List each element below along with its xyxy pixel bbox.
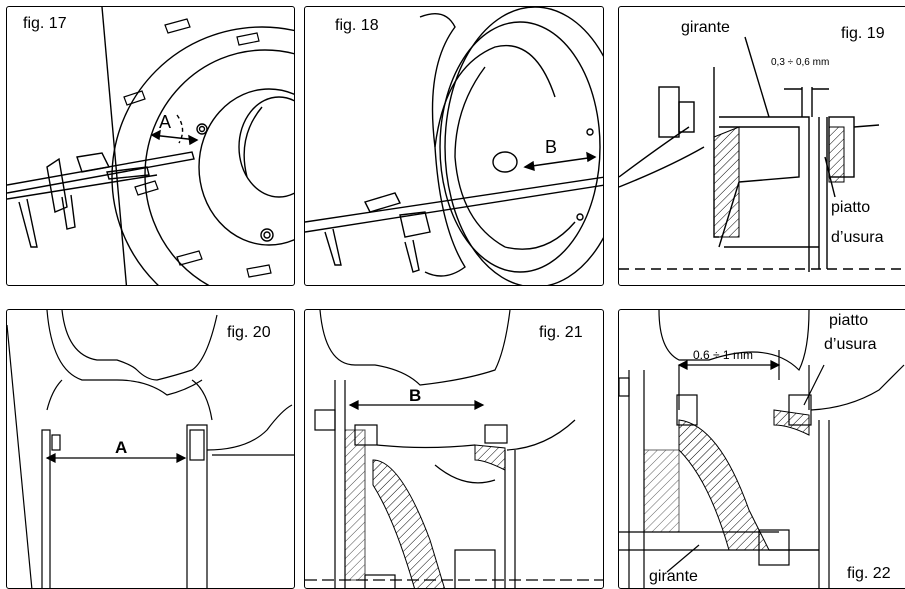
pump-casing-section-b [305, 310, 603, 588]
figure-label: fig. 17 [23, 15, 67, 32]
piatto-label: piatto [831, 199, 871, 216]
dimension-label-b: B [409, 386, 422, 405]
figure-label: fig. 22 [847, 565, 891, 582]
figure-17-panel: fig. 17 A [6, 6, 295, 286]
figure-label: fig. 20 [227, 324, 271, 341]
figure-label: fig. 21 [539, 324, 583, 341]
usura-label: d’usura [831, 229, 884, 246]
girante-label: girante [649, 568, 698, 585]
usura-label: d’usura [824, 336, 877, 353]
figure-label: fig. 19 [841, 25, 885, 42]
pump-casing-section-a [7, 310, 294, 588]
figure-label: fig. 18 [335, 17, 379, 34]
gap-dimension-label: 0.6 ÷ 1 mm [693, 348, 753, 362]
gap-dimension-label: 0,3 ÷ 0,6 mm [771, 57, 830, 68]
figure-21-panel: fig. 21 B [304, 309, 604, 589]
figure-19-panel: girante fig. 19 0,3 ÷ 0,6 mm piatto d’us… [618, 6, 905, 286]
dimension-label-a: A [159, 112, 172, 132]
girante-label: girante [681, 19, 730, 36]
dimension-label-b: B [545, 137, 558, 157]
dimension-label-a: A [115, 438, 128, 457]
figure-20-panel: fig. 20 A [6, 309, 295, 589]
impeller-wear-plate-gap-section [619, 36, 905, 272]
caliper-measuring-flange-drawing [7, 7, 294, 285]
caliper-measuring-wear-ring-drawing [305, 7, 603, 285]
figure-22-panel: piatto d’usura 0.6 ÷ 1 mm girante fig. 2… [618, 309, 905, 589]
piatto-label: piatto [829, 312, 869, 329]
impeller-wear-plate-gap-section-2 [619, 310, 905, 588]
figure-18-panel: fig. 18 B [304, 6, 604, 286]
